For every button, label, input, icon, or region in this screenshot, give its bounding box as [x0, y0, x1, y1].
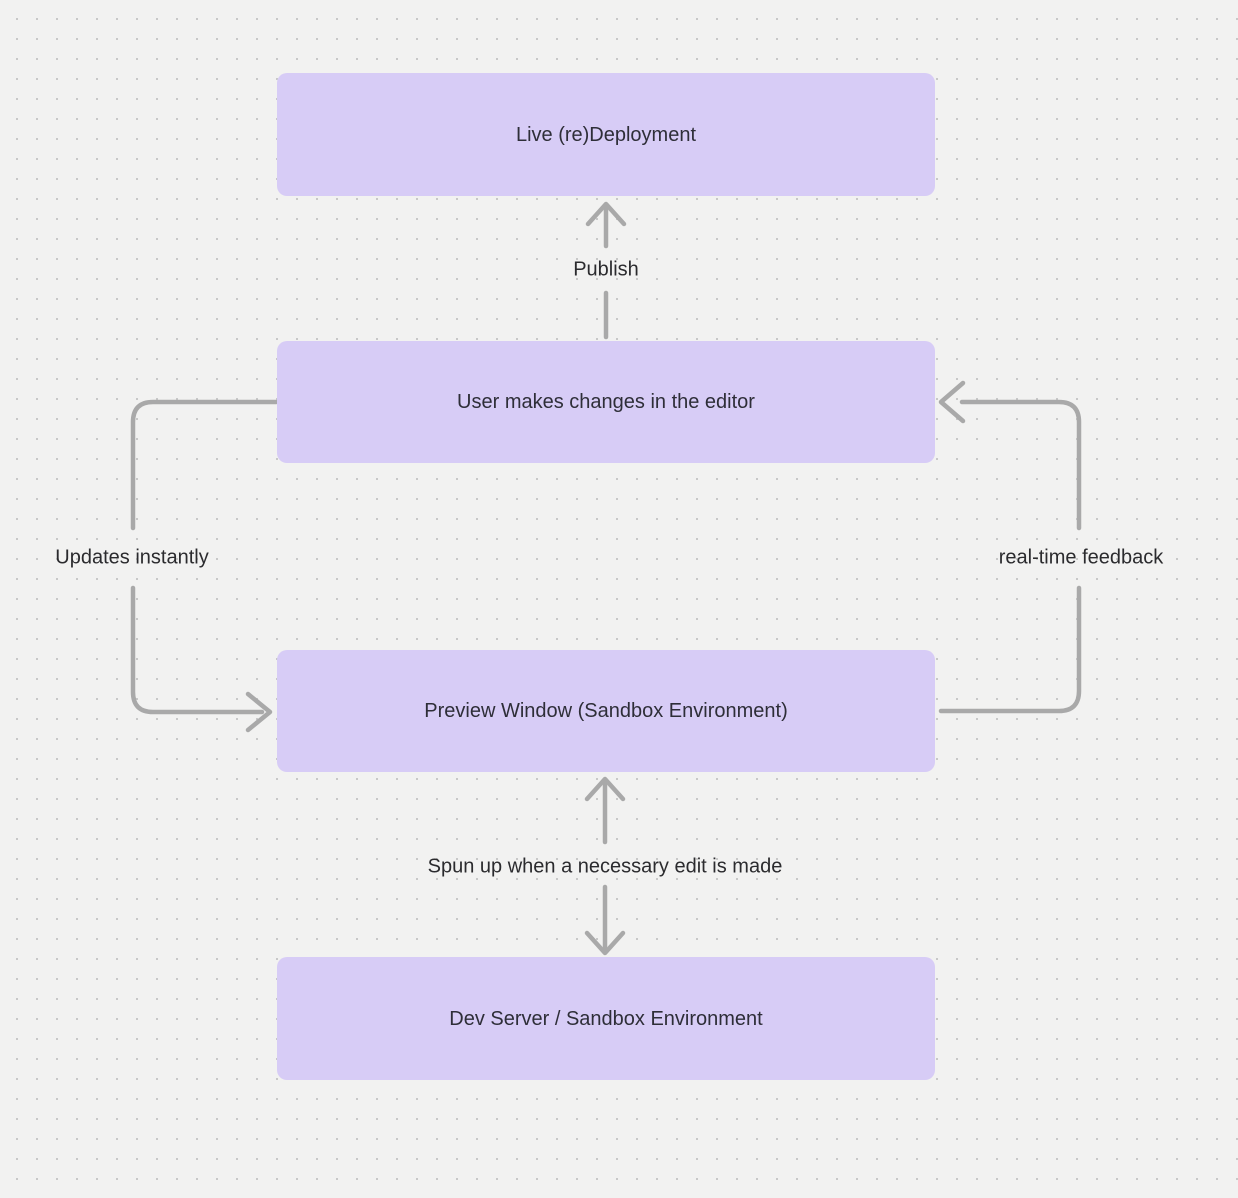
edge-label-publish: Publish	[573, 258, 639, 281]
edge-label-real-time-feedback: real-time feedback	[998, 546, 1164, 569]
edge-label-updates-instantly: Updates instantly	[55, 546, 209, 569]
node-preview-window-label: Preview Window (Sandbox Environment)	[424, 700, 788, 722]
node-live-redeployment[interactable]: Live (re)Deployment	[277, 73, 935, 196]
node-dev-server-label: Dev Server / Sandbox Environment	[449, 1007, 763, 1030]
node-live-redeployment-label: Live (re)Deployment	[515, 123, 697, 146]
edge-label-spun-up: Spun up when a necessary edit is made	[427, 855, 783, 878]
node-preview-window[interactable]: Preview Window (Sandbox Environment)	[277, 650, 935, 772]
node-dev-server[interactable]: Dev Server / Sandbox Environment	[277, 957, 935, 1080]
node-user-edits[interactable]: User makes changes in the editor	[277, 341, 935, 463]
node-user-edits-label: User makes changes in the editor	[457, 391, 755, 413]
